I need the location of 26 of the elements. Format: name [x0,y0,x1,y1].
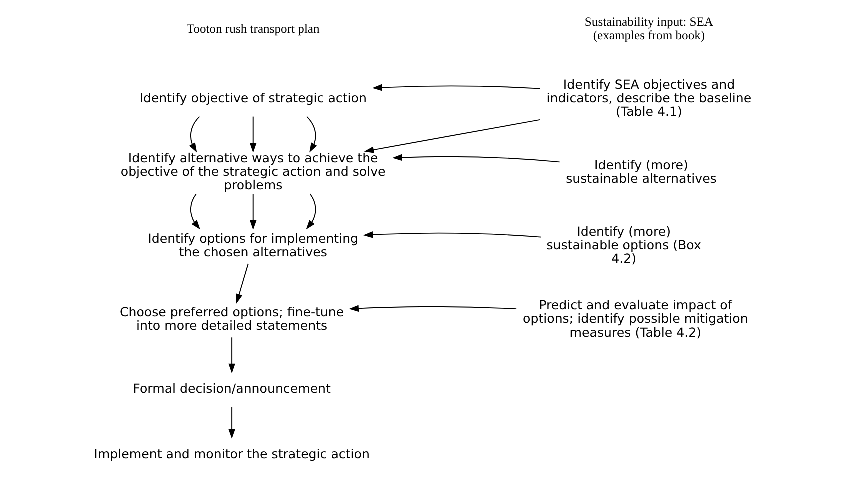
arrow [250,116,257,153]
node-text: Implement and monitor the strategic action [94,446,370,462]
arrow [228,337,236,374]
node-text: Identify (more) sustainable alternatives [566,157,717,186]
arrow [392,154,560,163]
arrow [363,232,542,238]
node-text: Predict and evaluate impact of options; identify possible mitigation measures (Table 4.2) [523,298,748,340]
label: Tooton rush transport plan [186,22,320,36]
arrow [372,84,541,92]
arrow [250,194,257,230]
arrow [306,194,316,230]
node-text: Identify options for implementing the chosen alternatives [148,230,359,260]
node-text: Formal decision/announcement [133,380,331,396]
arrow [228,406,236,440]
node-text: Identify objective of strategic action [140,90,367,106]
node-text: Identify (more) sustainable options (Box 4.2) [546,224,702,266]
arrow [190,194,200,230]
arrow [349,305,518,312]
node-text: Identify SEA objectives and indicators, describe the baseline (Table 4.1) [546,76,752,120]
node-text: Identify alternative ways to achieve the objective of the strategic action and solve problems [120,150,386,193]
arrow [236,263,249,304]
label: Sustainability input: SEA (examples from book) [584,15,714,43]
arrow [364,119,541,154]
arrow [306,116,318,153]
node-text: Choose preferred options; fine-tune into more detailed statements [120,304,344,333]
arrow [189,116,200,153]
